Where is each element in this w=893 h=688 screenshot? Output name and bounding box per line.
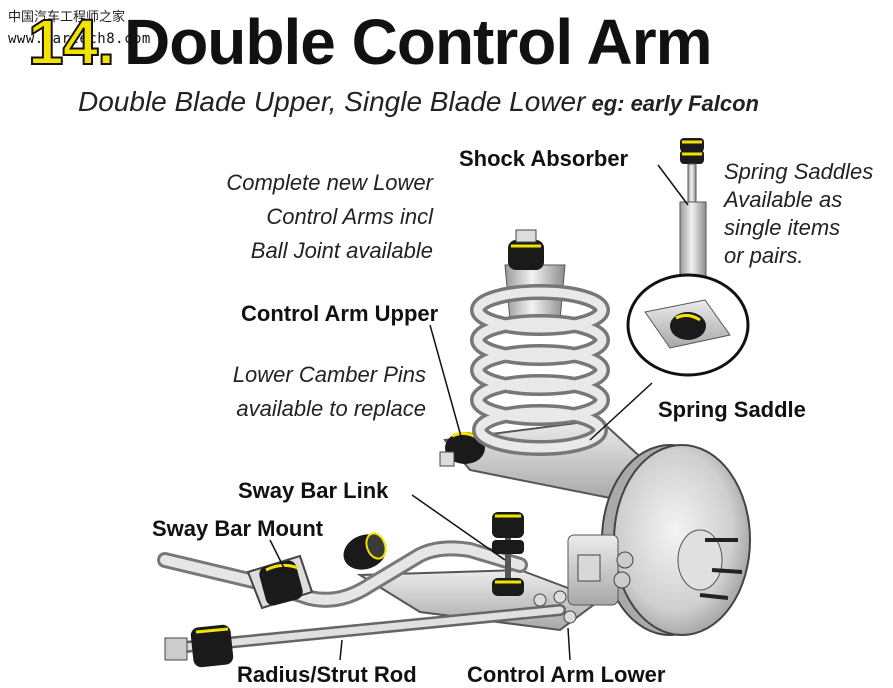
label-sway-bar-mount: Sway Bar Mount — [152, 516, 324, 541]
note-spring-saddles: Spring Saddles Available as single items… — [724, 158, 873, 270]
label-radius-strut-rod: Radius/Strut Rod — [237, 662, 417, 687]
leader-lines — [269, 164, 689, 661]
note-lower-arms: Complete new Lower Control Arms incl Bal… — [226, 166, 433, 268]
sway-bar-mount — [246, 554, 314, 610]
note-camber-pins: Lower Camber Pins available to replace — [233, 358, 426, 426]
label-shock-absorber: Shock Absorber — [459, 146, 629, 171]
label-control-arm-upper: Control Arm Upper — [241, 301, 439, 326]
brake-disc — [567, 444, 751, 636]
watermark-site-name: 中国汽车工程师之家 — [8, 10, 126, 25]
radius-strut-rod — [164, 604, 566, 668]
note-lower-arms-line2: Control Arms incl — [266, 204, 433, 229]
label-spring-saddle: Spring Saddle — [658, 397, 806, 422]
note-camber-line1: Lower Camber Pins — [232, 362, 426, 387]
shock-absorber — [675, 138, 711, 289]
title-text: Double Control Arm — [123, 6, 713, 78]
coil-spring — [470, 229, 610, 456]
sway-bar — [157, 540, 528, 608]
note-saddles-line1: Spring Saddles — [724, 159, 874, 184]
label-control-arm-lower: Control Arm Lower — [467, 662, 666, 687]
spring-saddle-zoom — [626, 273, 750, 377]
title-number: 14. — [27, 6, 116, 78]
page-title: 14.Double Control Arm — [27, 9, 713, 75]
subtitle-example: eg: early Falcon — [591, 91, 759, 116]
subtitle-text: Double Blade Upper, Single Blade Lower — [78, 86, 586, 117]
sway-bar-link — [492, 512, 524, 596]
note-saddles-line4: or pairs. — [724, 243, 804, 268]
watermark-url: www.cartech8.com — [8, 31, 151, 47]
note-saddles-line2: Available as — [724, 187, 843, 212]
note-lower-arms-line1: Complete new Lower — [226, 170, 433, 195]
label-sway-bar-link: Sway Bar Link — [238, 478, 389, 503]
note-camber-line2: available to replace — [236, 396, 426, 421]
note-lower-arms-line3: Ball Joint available — [250, 238, 433, 263]
note-saddles-line3: single items — [724, 215, 841, 240]
sway-bar-bushing — [343, 532, 387, 570]
